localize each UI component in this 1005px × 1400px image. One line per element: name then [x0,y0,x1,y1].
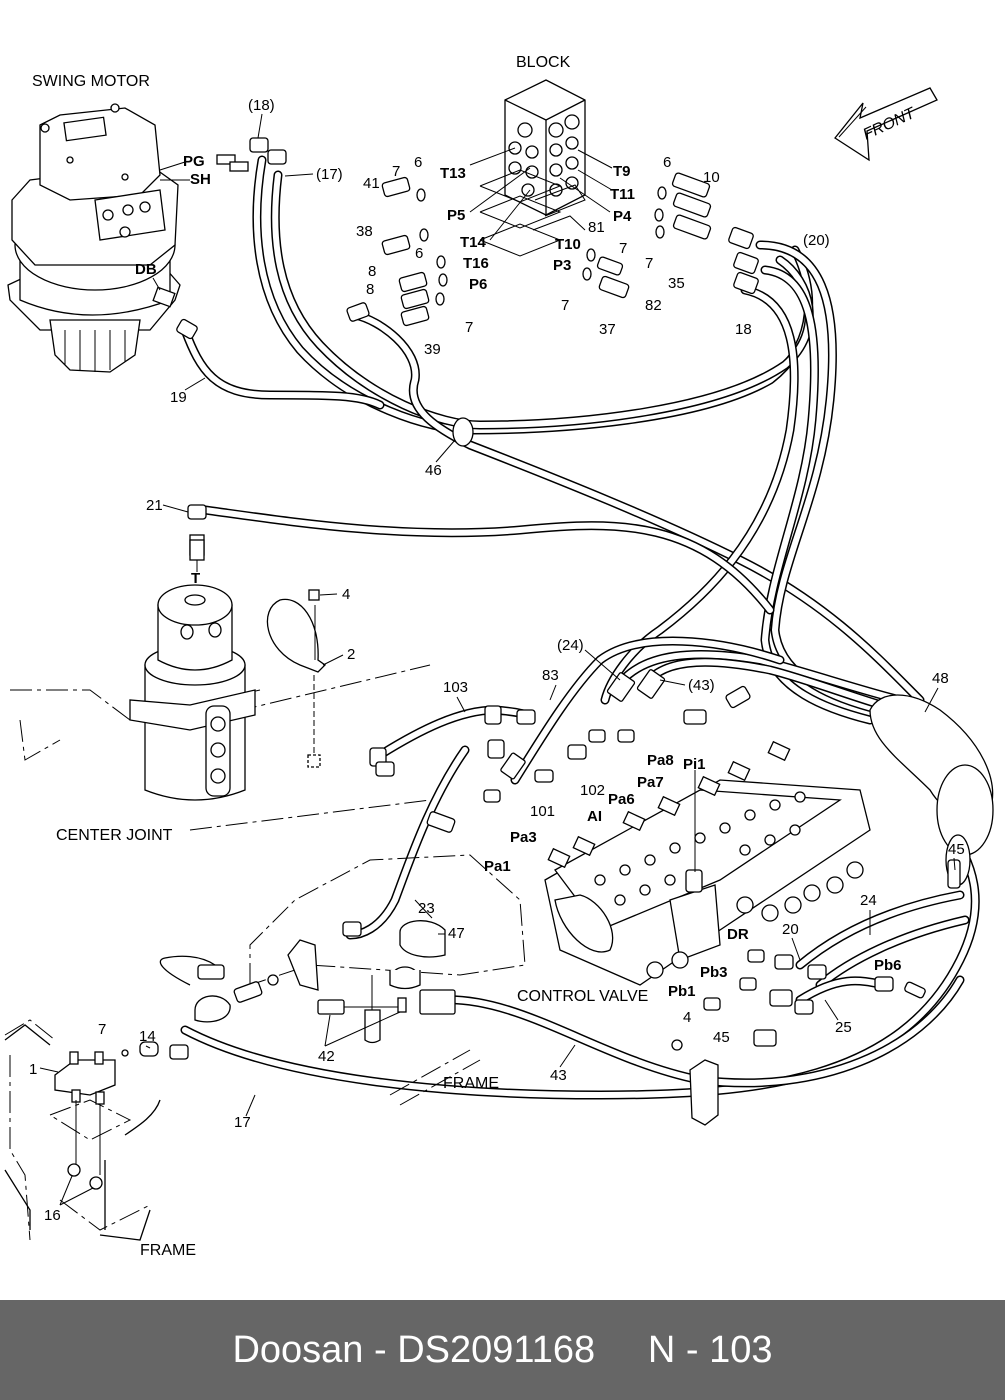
part-num-4a: 4 [342,586,350,603]
part-num-8b: 8 [366,281,374,298]
center-joint-title: CENTER JOINT [56,827,173,844]
part-num-37: 37 [599,321,616,338]
port-label-pb3: Pb3 [700,964,728,981]
part-num-14: 14 [139,1028,156,1045]
part-num-20: 20 [782,921,799,938]
part-num-43: 43 [550,1067,567,1084]
port-label-pg: PG [183,153,205,170]
part-num-7f: 7 [98,1021,106,1038]
port-label-pa8: Pa8 [647,752,674,769]
part-num-16: 16 [44,1207,61,1224]
part-num-83: 83 [542,667,559,684]
part-num-45b: 45 [713,1029,730,1046]
port-label-pa6: Pa6 [608,791,635,808]
part-num-21: 21 [146,497,163,514]
port-label-pb6: Pb6 [874,957,902,974]
footer-page-ref: N - 103 [647,1328,773,1371]
port-label-p6: P6 [469,276,487,293]
port-label-pa3: Pa3 [510,829,537,846]
port-label-pi1: Pi1 [683,756,706,773]
part-num-7c: 7 [619,240,627,257]
control-valve-title: CONTROL VALVE [517,988,648,1005]
port-label-sh: SH [190,171,211,188]
part-num-6a: 6 [414,154,422,171]
port-label-t10: T10 [555,236,581,253]
leader-lines [39,113,956,1206]
part-num-17-ref: (17) [316,166,343,183]
part-num-39: 39 [424,341,441,358]
port-label-pa1: Pa1 [484,858,511,875]
distribution-block [469,79,613,257]
port-label-t: T [191,570,200,587]
part-num-42: 42 [318,1048,335,1065]
part-num-18: 18 [735,321,752,338]
part-num-7a: 7 [392,163,400,180]
part-num-18-ref: (18) [248,97,275,114]
part-num-35: 35 [668,275,685,292]
part-num-1: 1 [29,1061,37,1078]
center-joint [10,539,431,831]
part-num-24-ref: (24) [557,637,584,654]
parts-diagram: FRONT SWING MOTOR PG SH DB [4,54,994,1259]
part-num-24: 24 [860,892,877,909]
footer-separator: - [363,1328,398,1371]
part-num-4b: 4 [683,1009,691,1026]
port-label-ai: AI [587,808,602,825]
port-label-t13: T13 [440,165,466,182]
valve-fittings [342,669,926,1047]
part-num-25: 25 [835,1019,852,1036]
part-num-10: 10 [703,169,720,186]
port-label-db: DB [135,261,157,278]
port-label-p4: P4 [613,208,632,225]
part-num-6b: 6 [415,245,423,262]
port-label-pb1: Pb1 [668,983,696,1000]
swing-motor [7,103,249,373]
part-num-41: 41 [363,175,380,192]
o-rings-and-fittings [381,172,759,327]
part-num-81: 81 [588,219,605,236]
port-label-pa7: Pa7 [637,774,664,791]
part-num-19: 19 [170,389,187,406]
clamp-46 [452,417,474,447]
part-num-7b: 7 [465,319,473,336]
part-num-6c: 6 [663,154,671,171]
port-label-p5: P5 [447,207,465,224]
part-num-47: 47 [448,925,465,942]
port-label-t11: T11 [610,186,635,203]
port-label-dr: DR [727,926,749,943]
footer-brand: Doosan [232,1328,364,1371]
frame-title-left: FRAME [140,1242,196,1259]
frame-lower [159,854,526,1106]
part-num-48: 48 [932,670,949,687]
port-label-p3: P3 [553,257,571,274]
part-num-7e: 7 [561,297,569,314]
part-num-46: 46 [425,462,442,479]
block-title: BLOCK [516,54,571,71]
part-num-23: 23 [418,900,435,917]
port-label-t14: T14 [460,234,487,251]
footer-banner: Doosan - DS2091168 N - 103 [0,1300,1005,1400]
part-num-7d: 7 [645,255,653,272]
part-num-45a: 45 [948,841,965,858]
frame-title-right: FRAME [443,1075,499,1092]
part-num-17: 17 [234,1114,251,1131]
part-num-82: 82 [645,297,662,314]
part-num-2: 2 [347,646,355,663]
swing-motor-title: SWING MOTOR [32,73,150,90]
part-num-43-ref: (43) [688,677,715,694]
port-label-t9: T9 [613,163,631,180]
protective-sleeve-48 [869,694,994,889]
part-num-20-ref: (20) [803,232,830,249]
footer-part-code: DS2091168 [397,1328,596,1371]
part-num-103: 103 [443,679,468,696]
frame-left [4,1019,719,1241]
part-num-102: 102 [580,782,605,799]
part-num-38: 38 [356,223,373,240]
front-arrow-icon: FRONT [834,87,938,162]
part-num-101: 101 [530,803,555,820]
footer-gap [595,1329,648,1372]
control-valve [544,740,871,986]
part-num-8a: 8 [368,263,376,280]
port-label-t16: T16 [463,255,489,272]
